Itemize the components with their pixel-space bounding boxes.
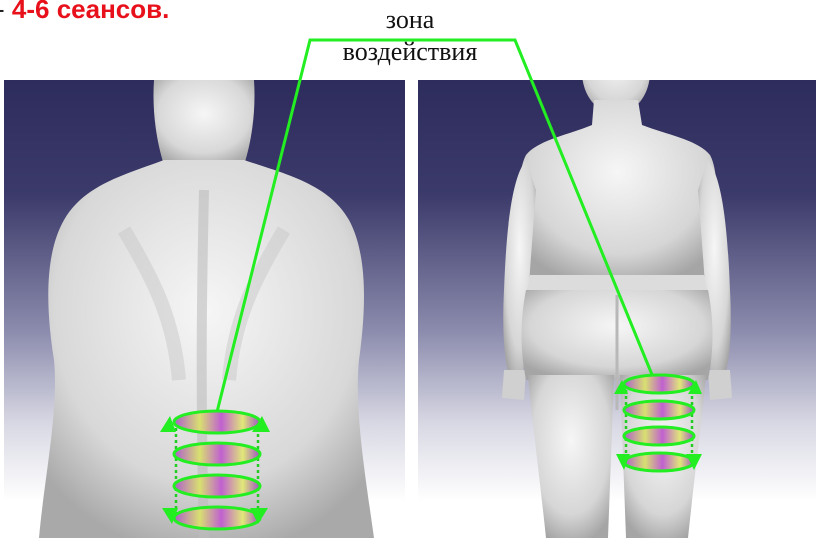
zone-disk	[174, 443, 260, 465]
zone-disk	[624, 453, 694, 471]
zone-disk	[174, 507, 260, 529]
left-impact-zone	[160, 411, 270, 529]
zone-disk	[174, 411, 260, 433]
zone-pointer-line	[217, 40, 655, 412]
zone-disk	[174, 475, 260, 497]
zone-disk	[624, 427, 694, 445]
right-impact-zone	[614, 375, 702, 471]
zone-disk	[624, 401, 694, 419]
zone-disk	[624, 375, 694, 393]
